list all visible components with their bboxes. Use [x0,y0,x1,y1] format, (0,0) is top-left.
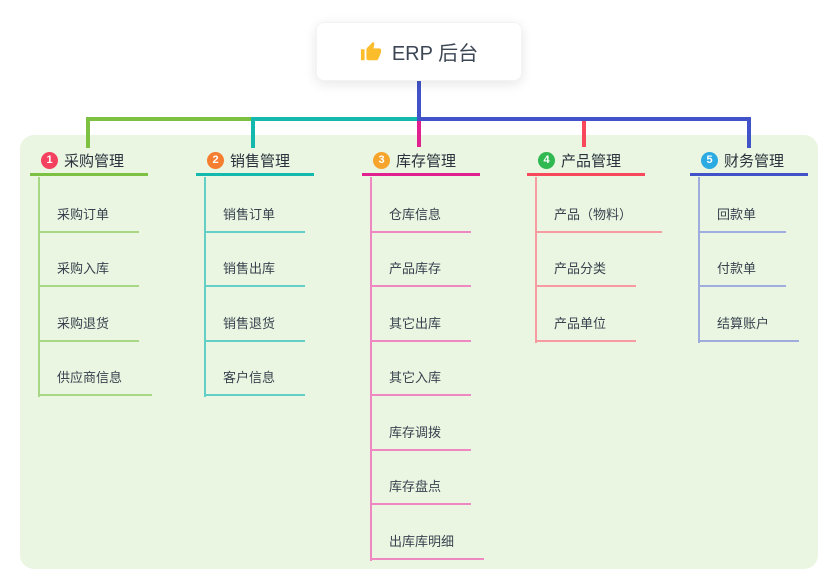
connector-drop-inventory [417,121,421,147]
tree-item[interactable]: 销售退货 [204,314,306,342]
connector-product-spine [535,177,537,343]
connector-drop-product [582,121,586,147]
tree-item[interactable]: 销售出库 [204,259,306,287]
branch-label: 库存管理 [396,152,457,170]
branch-label: 销售管理 [230,152,291,170]
branch-badge: 2 [207,151,224,169]
branch-header-finance[interactable]: 5 财务管理 [690,147,808,176]
tree-item[interactable]: 出库库明细 [370,532,485,560]
branch-header-inventory[interactable]: 3 库存管理 [362,147,480,176]
branch-header-product[interactable]: 4 产品管理 [527,147,645,176]
tree-item[interactable]: 产品单位 [535,314,637,342]
tree-item[interactable]: 采购订单 [38,205,140,233]
tree-item[interactable]: 供应商信息 [38,368,153,396]
branch-label: 产品管理 [561,152,622,170]
branch-badge: 5 [701,151,718,169]
tree-item[interactable]: 采购入库 [38,259,140,287]
tree-item[interactable]: 回款单 [698,205,787,233]
connector-purchase-spine [38,177,40,397]
branch-header-purchase[interactable]: 1 采购管理 [30,147,148,176]
root-label: ERP 后台 [391,43,479,65]
tree-item[interactable]: 库存盘点 [370,477,472,505]
connector-root-stem [417,80,421,118]
branch-header-sales[interactable]: 2 销售管理 [196,147,314,176]
tree-item[interactable]: 产品库存 [370,259,472,287]
tree-item[interactable]: 结算账户 [698,314,800,342]
branch-badge: 1 [41,151,58,169]
tree-item[interactable]: 其它入库 [370,368,472,396]
connector-horizontal-finance [417,117,751,121]
tree-item[interactable]: 客户信息 [204,368,306,396]
branch-badge: 4 [538,151,555,169]
thumbs-up-icon [360,41,382,63]
connector-inventory-spine [370,177,372,561]
tree-item[interactable]: 产品（物料） [535,205,663,233]
tree-item[interactable]: 库存调拨 [370,423,472,451]
tree-item[interactable]: 产品分类 [535,259,637,287]
branch-badge: 3 [373,151,390,169]
root-node[interactable]: ERP 后台 [316,22,522,81]
connector-drop-finance [747,117,751,148]
tree-item[interactable]: 仓库信息 [370,205,472,233]
tree-item[interactable]: 其它出库 [370,314,472,342]
tree-item[interactable]: 付款单 [698,259,787,287]
connector-horizontal-sales [251,117,421,121]
tree-item[interactable]: 销售订单 [204,205,306,233]
branches-panel [20,135,818,569]
connector-finance-spine [698,177,700,343]
tree-item[interactable]: 采购退货 [38,314,140,342]
connector-drop-sales [251,117,255,148]
connector-sales-spine [204,177,206,397]
branch-label: 采购管理 [64,152,125,170]
connector-drop-purchase [86,117,90,148]
branch-label: 财务管理 [724,152,785,170]
